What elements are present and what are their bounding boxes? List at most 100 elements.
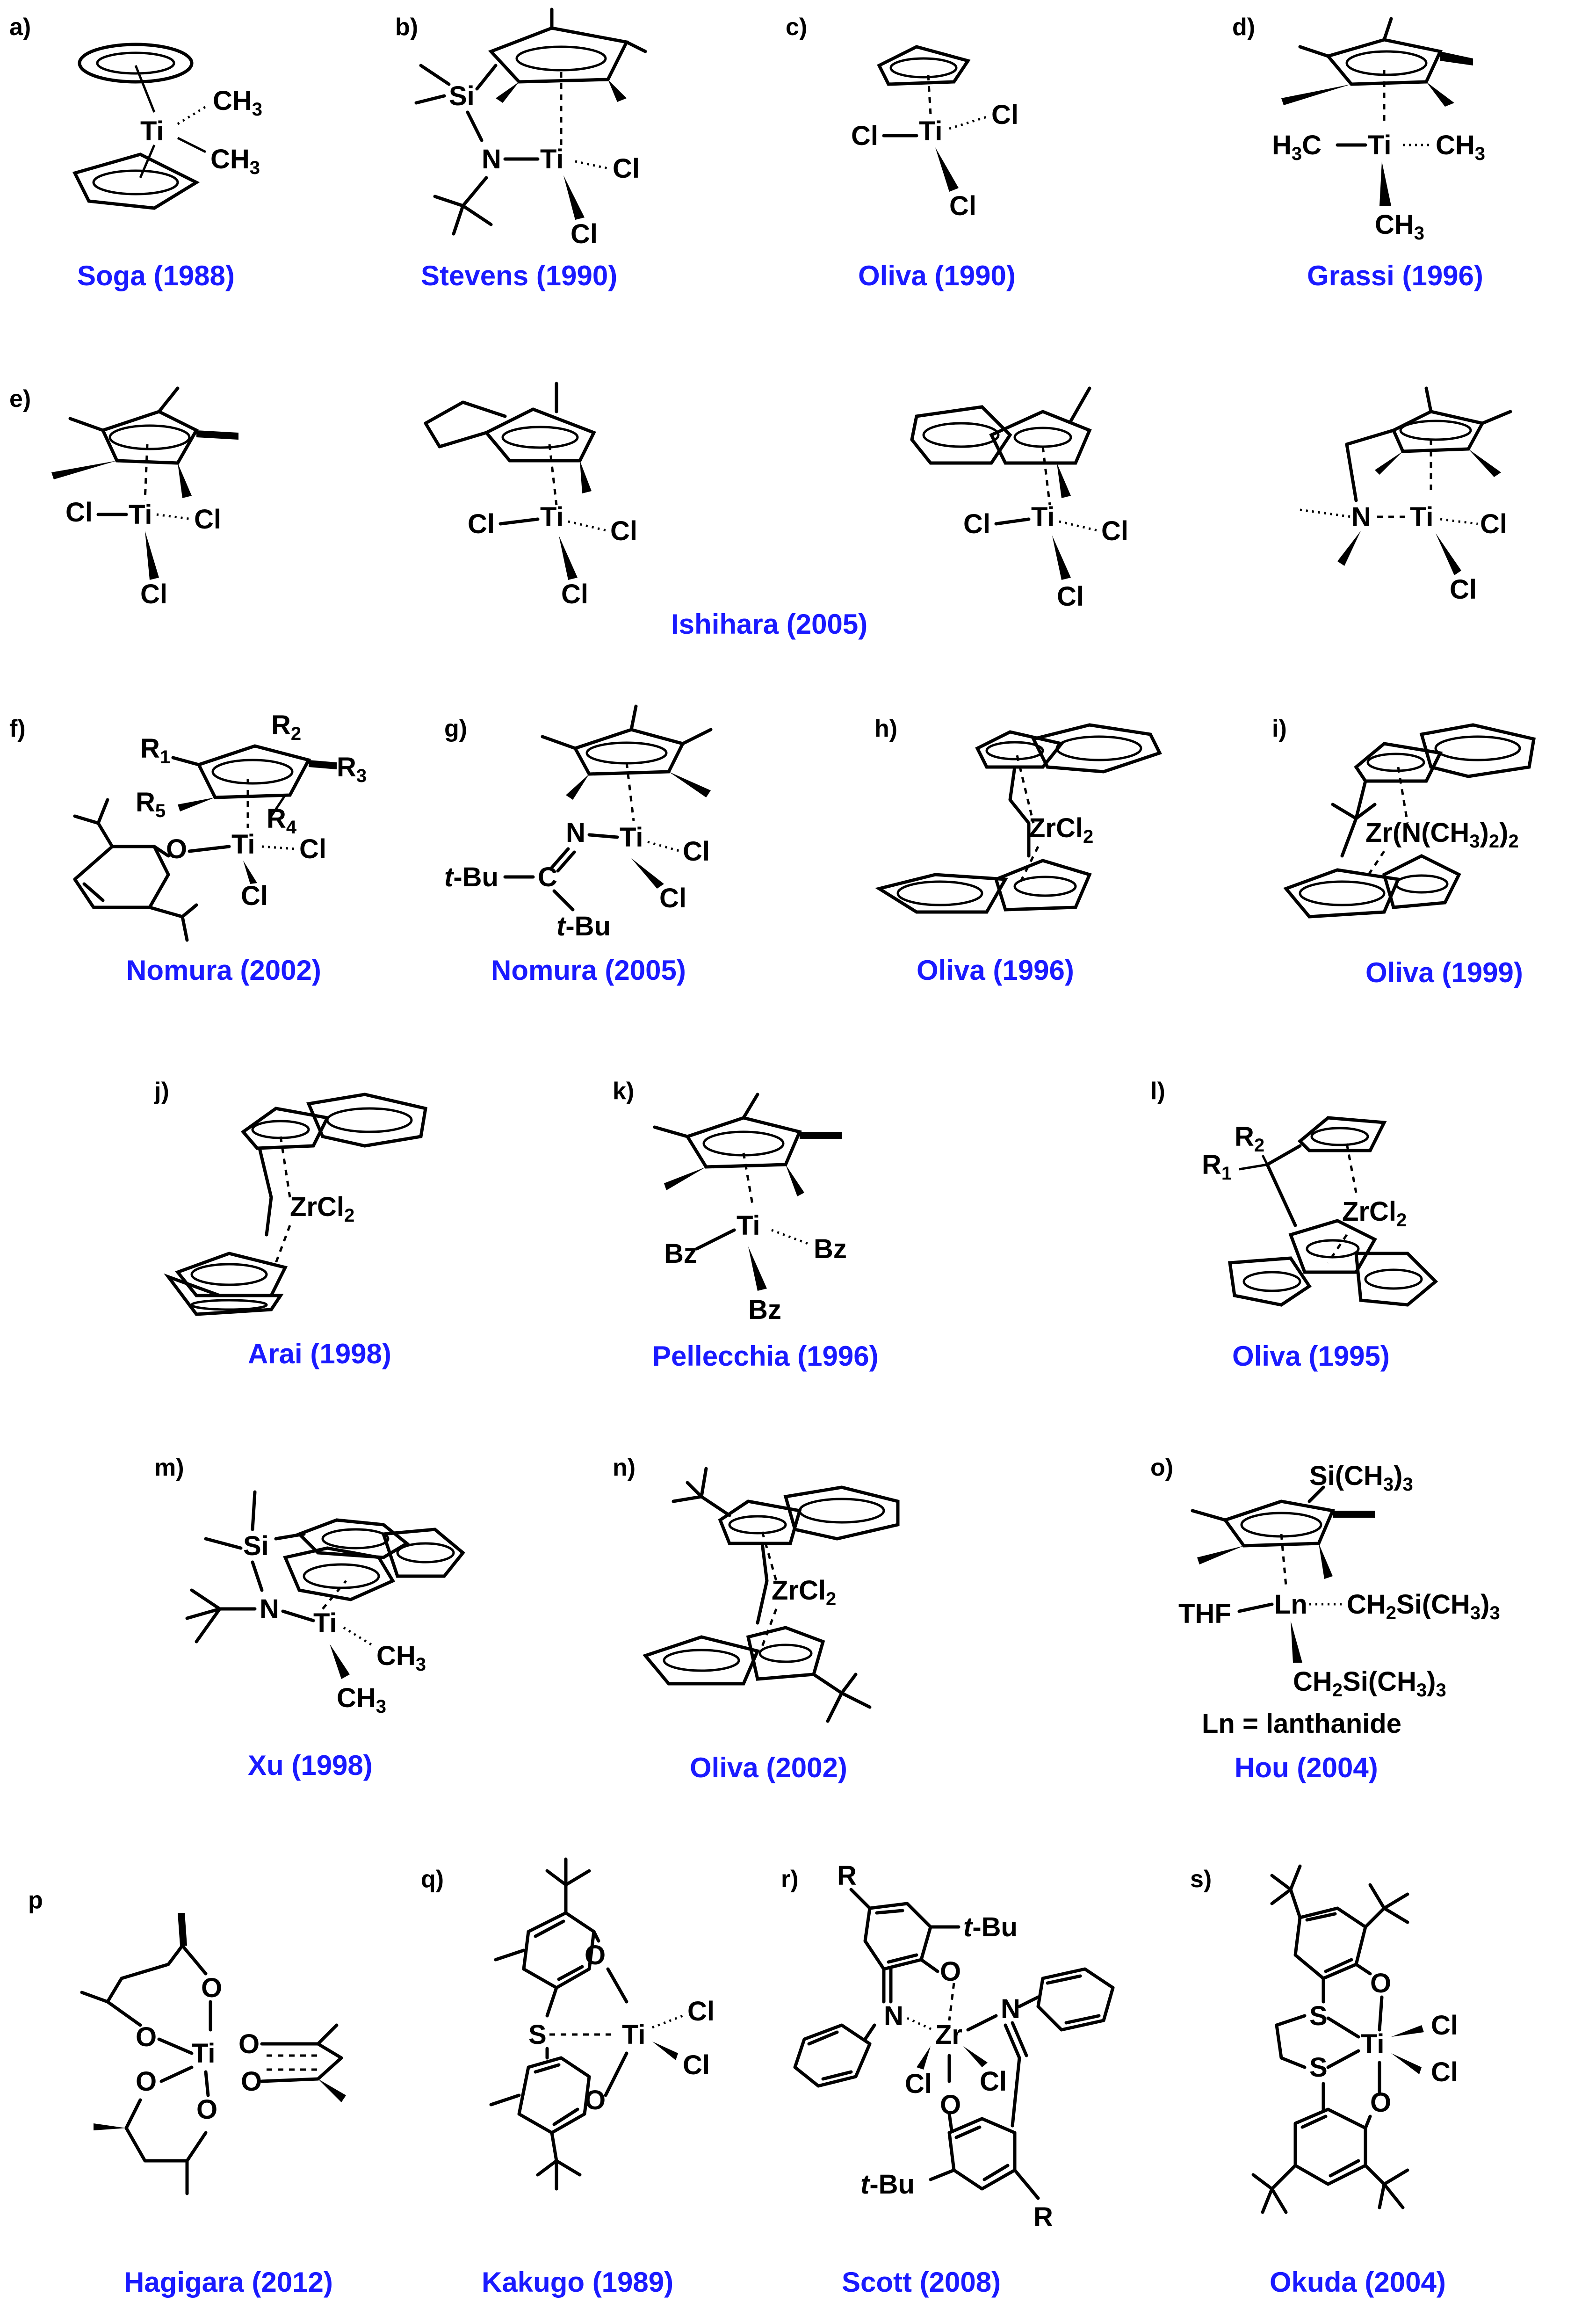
cl-c-1: Cl xyxy=(851,121,878,151)
panel-a: a) Ti CH3 CH3 Soga (1988) xyxy=(9,14,262,291)
o-s-1: O xyxy=(1370,1968,1391,1998)
ref-h: Oliva (1996) xyxy=(917,955,1074,986)
ti-k: Ti xyxy=(737,1210,760,1241)
ch3-d-1: CH3 xyxy=(1436,130,1485,164)
ref-f: Nomura (2002) xyxy=(126,955,321,986)
cp-ring xyxy=(1325,38,1443,86)
cl-e4-1: Cl xyxy=(1480,509,1507,539)
panel-label-h: h) xyxy=(874,715,897,742)
bz-k-2: Bz xyxy=(814,1234,847,1264)
ti-e3: Ti xyxy=(1031,502,1055,532)
panel-label-j: j) xyxy=(154,1078,169,1105)
panel-label-e: e) xyxy=(9,385,31,413)
metal-o: Ln xyxy=(1274,1589,1307,1620)
cl-q-1: Cl xyxy=(687,1996,715,2027)
panel-h: h) ZrCl2 Oliva (1996) xyxy=(874,715,1162,986)
cl-r-2: Cl xyxy=(980,2066,1007,2097)
ref-s: Okuda (2004) xyxy=(1270,2266,1446,2298)
tbu-r-2: t-Bu xyxy=(860,2169,915,2200)
panel-p: p O O Ti O O O O Hagigara (2012) xyxy=(28,1887,346,2298)
panel-label-n: n) xyxy=(613,1454,636,1481)
thf-o: THF xyxy=(1178,1599,1231,1629)
cl-e2-1: Cl xyxy=(468,509,495,539)
ref-b: Stevens (1990) xyxy=(421,260,617,291)
metal-a: Ti xyxy=(140,116,164,146)
ref-m: Xu (1998) xyxy=(248,1750,373,1781)
ti-s: Ti xyxy=(1361,2029,1385,2059)
r-r-1: R xyxy=(837,1861,857,1891)
note-o: Ln = lanthanide xyxy=(1202,1709,1401,1739)
cl-e3-1: Cl xyxy=(963,509,990,539)
ref-k: Pellecchia (1996) xyxy=(652,1340,879,1372)
metal-j: ZrCl2 xyxy=(290,1192,354,1226)
ligand-a-ch3-2: CH3 xyxy=(210,144,260,178)
o-q-1: O xyxy=(585,1940,606,1970)
bz-k-3: Bz xyxy=(748,1295,781,1325)
panel-label-f: f) xyxy=(9,715,26,742)
r2-l: R2 xyxy=(1235,1122,1264,1156)
n-r-1: N xyxy=(884,2001,903,2031)
si-m: Si xyxy=(243,1531,269,1561)
cl-b-1: Cl xyxy=(613,153,640,184)
ch3-m-1: CH3 xyxy=(376,1641,426,1675)
r1-l: R1 xyxy=(1202,1150,1232,1184)
o-r-1: O xyxy=(940,1956,961,1987)
cl-e2-2: Cl xyxy=(610,516,637,546)
ref-c: Oliva (1990) xyxy=(858,260,1016,291)
si-b: Si xyxy=(449,81,475,111)
panel-m: m) Si N Ti CH3 CH3 Xu (1998) xyxy=(154,1454,465,1781)
o-p-2: O xyxy=(136,2022,157,2052)
panel-j: j) ZrCl2 Arai (1998) xyxy=(154,1078,427,1369)
cl-s-2: Cl xyxy=(1431,2057,1458,2087)
ti-f: Ti xyxy=(231,829,255,860)
cl-f-2: Cl xyxy=(241,881,268,911)
ref-q: Kakugo (1989) xyxy=(482,2266,673,2298)
panel-label-m: m) xyxy=(154,1454,184,1481)
ti-g: Ti xyxy=(620,822,643,853)
panel-b: b) Si N Ti Cl Cl Stevens (1990) xyxy=(395,7,647,291)
tbu-r-1: t-Bu xyxy=(963,1912,1018,1942)
panel-o: o) Si(CH3)3 THF Ln CH2Si(CH3)3 CH2Si(CH3… xyxy=(1150,1454,1500,1783)
cl-e3-2: Cl xyxy=(1101,516,1128,546)
panel-label-i: i) xyxy=(1272,715,1287,742)
r-r-2: R xyxy=(1033,2202,1053,2232)
panel-r: r) R t-Bu O N Zr N Cl Cl O xyxy=(781,1861,1115,2298)
ch2sime3-o-2: CH2Si(CH3)3 xyxy=(1293,1666,1446,1701)
cl-c-2: Cl xyxy=(991,100,1018,130)
panel-label-b: b) xyxy=(395,14,418,41)
panel-k: k) Ti Bz Bz Bz Pellecchia (1996) xyxy=(613,1078,879,1372)
ligand-a-ch3-1: CH3 xyxy=(213,86,262,120)
cp-ring xyxy=(877,45,971,86)
ch2sime3-o-1: CH2Si(CH3)3 xyxy=(1347,1589,1500,1623)
panel-f: f) R1 R2 R3 R5 R4 O Ti Cl Cl Nomura (200… xyxy=(9,710,367,986)
tbu-g-1: t-Bu xyxy=(444,862,498,892)
panel-label-c: c) xyxy=(786,14,807,41)
metal-h: ZrCl2 xyxy=(1029,813,1093,847)
ti-e1: Ti xyxy=(129,500,152,530)
r2-f: R2 xyxy=(271,710,301,744)
ref-o: Hou (2004) xyxy=(1235,1752,1378,1783)
r4-f: R4 xyxy=(267,804,297,838)
n-m: N xyxy=(260,1594,279,1624)
r3-f: R3 xyxy=(337,752,367,786)
cp-ring-top xyxy=(78,43,194,84)
panel-label-p: p xyxy=(28,1887,43,1914)
tbu-g-2: t-Bu xyxy=(556,911,611,941)
cl-f-1: Cl xyxy=(299,834,326,864)
panel-label-g: g) xyxy=(444,715,467,742)
panel-g: g) N Ti Cl Cl C t-Bu t-Bu Nomura (2005) xyxy=(444,704,713,986)
o-p-3: O xyxy=(238,2029,260,2059)
ch3-m-2: CH3 xyxy=(337,1683,386,1717)
metal-c: Ti xyxy=(919,116,943,146)
o-p-4: O xyxy=(241,2066,262,2097)
sime3-o: Si(CH3)3 xyxy=(1309,1461,1413,1495)
ref-p: Hagigara (2012) xyxy=(124,2266,333,2298)
o-p-5: O xyxy=(136,2066,157,2097)
cl-c-3: Cl xyxy=(949,191,976,221)
cl-s-1: Cl xyxy=(1431,2010,1458,2041)
h3c-d: H3C xyxy=(1272,130,1322,164)
s-s-2: S xyxy=(1309,2052,1328,2083)
cl-b-2: Cl xyxy=(571,219,598,249)
r1-f: R1 xyxy=(140,733,170,768)
